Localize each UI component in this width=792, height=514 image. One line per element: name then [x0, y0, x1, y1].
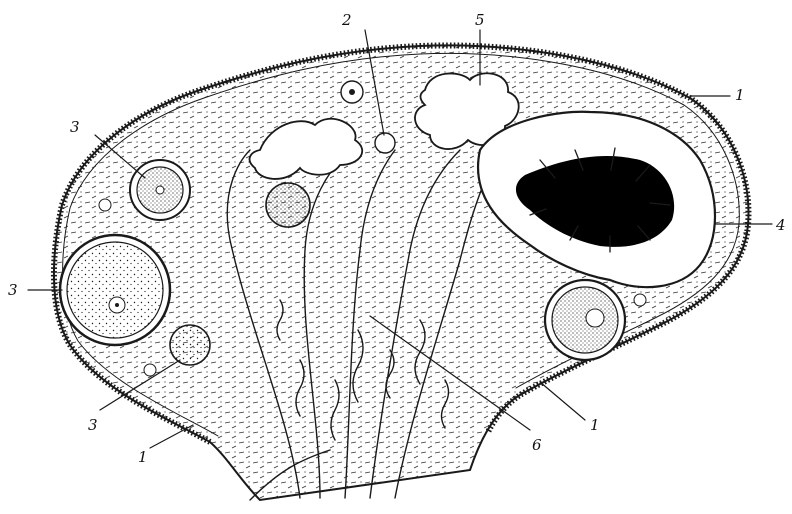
- label-3-top: 3: [70, 118, 80, 136]
- label-1-top-right: 1: [735, 86, 745, 104]
- primordial-follicle: [375, 133, 395, 153]
- label-1-bottom-right: 1: [590, 416, 600, 434]
- label-6: 6: [532, 436, 542, 454]
- follicle-top: [130, 160, 190, 220]
- follicle-right: [545, 280, 625, 360]
- primordial-follicle: [634, 294, 646, 306]
- label-5: 5: [475, 11, 485, 29]
- label-1-bottom-left: 1: [138, 448, 148, 466]
- label-4: 4: [775, 216, 786, 234]
- primordial-follicle: [99, 199, 111, 211]
- follicle-large: [60, 235, 170, 345]
- follicle-center: [266, 183, 310, 227]
- label-3-mid: 3: [8, 281, 18, 299]
- label-2: 2: [341, 11, 352, 29]
- follicle-small: [170, 325, 210, 365]
- primordial-follicle: [144, 364, 156, 376]
- label-3-bottom: 3: [88, 416, 98, 434]
